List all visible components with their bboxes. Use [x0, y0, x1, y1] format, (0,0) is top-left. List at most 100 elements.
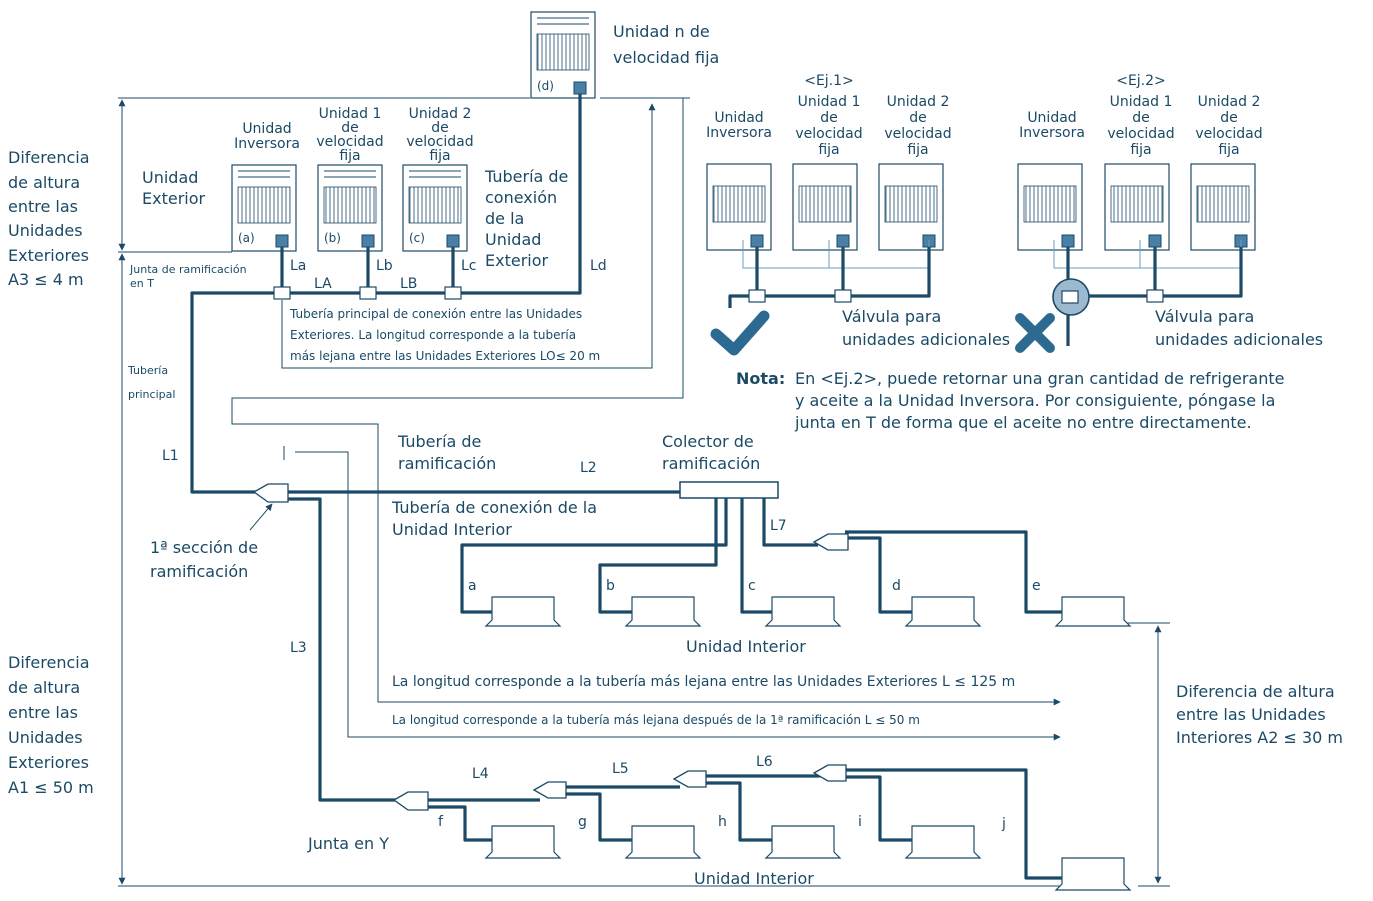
label-Ld: Ld: [590, 258, 607, 274]
label-sec-2: ramificación: [150, 562, 248, 581]
label-tc-5: Exterior: [485, 251, 549, 270]
cross-icon: [1015, 313, 1055, 353]
label-L7: L7: [770, 518, 787, 534]
label-u2-4: fija: [429, 148, 450, 164]
label-tp-2: Exteriores. La longitud corresponde a la…: [290, 328, 576, 342]
label-b: (b): [324, 231, 341, 245]
example-1: [706, 163, 944, 356]
label-LB: LB: [400, 276, 417, 292]
label-inv-2: Inversora: [234, 136, 300, 152]
label-dh1-5: Exteriores: [8, 246, 89, 265]
label-a: (a): [238, 231, 255, 245]
label-nota-2: y aceite a la Unidad Inversora. Por cons…: [795, 391, 1275, 410]
label-La: La: [290, 258, 306, 274]
label-ia: a: [468, 578, 477, 594]
branch-header: [679, 481, 779, 499]
label-e1-u2-3: velocidad: [884, 126, 951, 142]
label-L3: L3: [290, 640, 307, 656]
label-c: (c): [409, 231, 425, 245]
label-dh2-6: A1 ≤ 50 m: [8, 778, 94, 797]
label-e1-inv-1: Unidad: [714, 110, 763, 126]
outdoor-unit-n: [530, 11, 596, 99]
label-valv2-2: unidades adicionales: [1155, 330, 1323, 349]
label-valv1-1: Válvula para: [842, 307, 941, 326]
label-e1-u1-4: fija: [818, 142, 839, 158]
outdoor-pipes: [190, 94, 582, 494]
label-e1-u2-2: de: [909, 110, 927, 126]
dimension-lines: [118, 97, 1170, 887]
label-tc-4: Unidad: [485, 230, 541, 249]
label-ii: i: [858, 814, 862, 830]
check-icon: [710, 310, 770, 356]
label-dh3-1: Diferencia de altura: [1176, 682, 1335, 701]
label-ie: e: [1032, 578, 1041, 594]
outdoor-unit-c: [402, 164, 468, 252]
label-tci-1: Tubería de conexión de la: [391, 498, 597, 517]
label-e1-u1-2: de: [820, 110, 838, 126]
labels: Unidad n de velocidad fija (d) (a) (b) (…: [8, 22, 1343, 888]
label-col-1: Colector de: [662, 432, 754, 451]
label-e2-u2-3: velocidad: [1195, 126, 1262, 142]
label-dh1-4: Unidades: [8, 221, 83, 240]
label-e1-u1-3: velocidad: [795, 126, 862, 142]
label-L4: L4: [472, 766, 489, 782]
label-tc-2: conexión: [485, 188, 557, 207]
label-L6: L6: [756, 754, 773, 770]
label-e1-inv-2: Inversora: [706, 125, 772, 141]
label-dh1-2: de altura: [8, 173, 80, 192]
label-e2-u1-1: Unidad 1: [1110, 94, 1173, 110]
label-u1-1: Unidad 1: [319, 106, 382, 122]
label-dh2-2: de altura: [8, 678, 80, 697]
label-tp-3: más lejana entre las Unidades Exteriores…: [290, 349, 600, 363]
label-e1-u1-1: Unidad 1: [798, 94, 861, 110]
label-e2-u2-2: de: [1220, 110, 1238, 126]
label-dh2-4: Unidades: [8, 728, 83, 747]
label-e2-inv-2: Inversora: [1019, 125, 1085, 141]
label-long-1: La longitud corresponde a la tubería más…: [392, 674, 1015, 690]
label-ui-1: Unidad Interior: [686, 637, 806, 656]
label-L5: L5: [612, 761, 629, 777]
label-dh1-3: entre las: [8, 197, 78, 216]
label-unit-n-2: velocidad fija: [613, 48, 719, 67]
label-u2-2: de: [431, 120, 449, 136]
label-nota: Nota:: [736, 369, 785, 388]
label-e1-u2-1: Unidad 2: [887, 94, 950, 110]
label-e2-inv-1: Unidad: [1027, 110, 1076, 126]
label-ib: b: [606, 578, 615, 594]
label-sec-1: 1ª sección de: [150, 538, 258, 557]
label-long-2: La longitud corresponde a la tubería más…: [392, 713, 920, 727]
y-joints: [252, 483, 849, 811]
label-col-2: ramificación: [662, 454, 760, 473]
label-inv-1: Unidad: [242, 121, 291, 137]
label-tram-2: ramificación: [398, 454, 496, 473]
label-valv2-1: Válvula para: [1155, 307, 1254, 326]
label-tci-2: Unidad Interior: [392, 520, 512, 539]
label-u1-3: velocidad: [316, 134, 383, 150]
label-L2: L2: [580, 460, 597, 476]
label-Lb: Lb: [376, 258, 393, 274]
label-e2-u1-4: fija: [1130, 142, 1151, 158]
label-ue-2: Exterior: [142, 189, 206, 208]
label-dh1-1: Diferencia: [8, 148, 90, 167]
label-L1: L1: [162, 448, 179, 464]
label-dh1-6: A3 ≤ 4 m: [8, 270, 84, 289]
label-ic: c: [748, 578, 756, 594]
label-junta-y: Junta en Y: [307, 834, 389, 853]
label-nota-1: En <Ej.2>, puede retornar una gran canti…: [795, 369, 1284, 388]
label-d: (d): [537, 79, 554, 93]
outdoor-unit-b: [317, 164, 383, 252]
label-ij: j: [1001, 816, 1006, 832]
indoor-units: [484, 596, 1132, 891]
label-dh2-5: Exteriores: [8, 753, 89, 772]
label-e2-u1-2: de: [1132, 110, 1150, 126]
label-dh2-1: Diferencia: [8, 653, 90, 672]
label-tp-1: Tubería principal de conexión entre las …: [289, 307, 582, 321]
label-u1-4: fija: [339, 148, 360, 164]
label-ue-1: Unidad: [142, 168, 198, 187]
label-id: d: [892, 578, 901, 594]
label-dh3-3: Interiores A2 ≤ 30 m: [1176, 728, 1343, 747]
label-ig: g: [578, 814, 587, 830]
label-e2-u1-3: velocidad: [1107, 126, 1174, 142]
label-nota-3: junta en T de forma que el aceite no ent…: [794, 413, 1252, 432]
